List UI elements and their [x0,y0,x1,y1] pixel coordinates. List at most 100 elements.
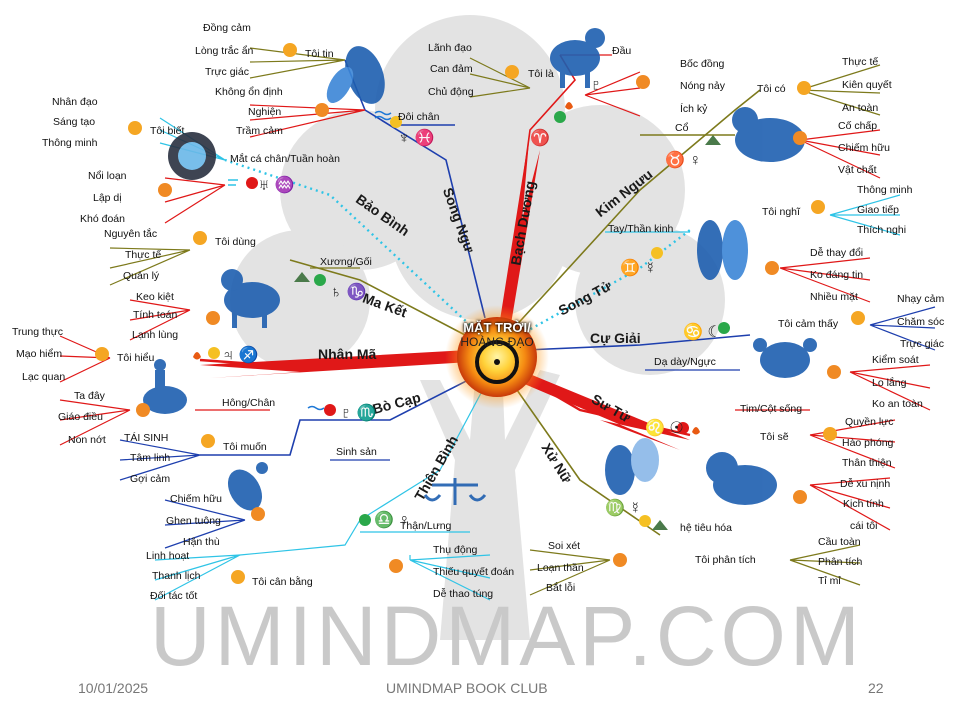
virgo-body: hệ tiêu hóa [680,522,732,534]
virgo-neg-1: Soi xét [548,540,581,552]
water-icon [307,405,325,411]
taurus-trait-1: Thực tế [842,56,879,68]
cancer-body: Dạ dày/Ngực [654,356,716,368]
cancer-i-feel: Tôi cảm thấy [778,318,839,330]
frown-icon [793,131,807,145]
pisces-body: Đôi chân [398,111,440,123]
aries-trait-2: Can đảm [430,63,473,75]
smiley-icon [505,65,519,79]
footer-club: UMINDMAP BOOK CLUB [386,680,548,696]
sign-sagittarius: Nhân Mã [318,346,377,362]
stop-icon [246,177,258,189]
capricorn-trait-2: Thực tế [125,249,162,261]
virgo-trait-1: Cầu toàn [818,536,861,548]
aquarius-trait-1: Nhân đạo [52,96,98,108]
sign-cancer: Cự Giải [590,330,641,346]
pisces-trait-3: Trực giác [205,66,249,78]
leo-trait-3: Thân thiện [842,457,892,469]
scorpio-neg-3: Hận thù [183,536,220,548]
taurus-neg-3: Vật chất [838,164,877,176]
capricorn-i-use: Tôi dùng [215,236,256,248]
taurus-i-have: Tôi có [757,83,786,95]
gemini-neg-3: Nhiều mặt [810,291,858,303]
libra-neg-2: Thiếu quyết đoán [433,566,515,578]
virgo-glyphs: ♍ ☿ [605,500,642,517]
aries-trait-3: Chủ động [428,86,474,98]
virgo-angel-icon [605,438,659,495]
smiley-icon [851,311,865,325]
pisces-glyphs: ♆ ♓ [398,130,435,147]
taurus-neg-1: Cố chấp [838,120,878,132]
leo-body: Tim/Cột sống [740,403,803,415]
pisces-weak-3: Trầm cảm [236,125,283,137]
gemini-trait-1: Thông minh [857,184,913,196]
aquarius-neg-2: Lập dị [93,192,122,204]
sagittarius-centaur-icon [143,359,187,414]
smiley-icon [811,200,825,214]
libra-neg-1: Thụ động [433,544,478,556]
taurus-body: Cổ [675,122,689,134]
aquarius-neg-1: Nổi loạn [88,170,127,182]
frown-icon [793,490,807,504]
water-icon [374,110,392,121]
smiley-icon [797,81,811,95]
pluto-glyph: ♇ [590,77,602,94]
footer-date: 10/01/2025 [78,680,149,696]
gemini-body: Tay/Thần kinh [608,223,674,235]
scorpio-trait-3: Gợi cảm [130,473,171,485]
capricorn-glyphs: ♄ ♑ [330,284,367,301]
scorpio-i-want: Tôi muốn [223,441,267,453]
footer-page-number: 22 [868,680,884,696]
aquarius-i-know: Tôi biết [150,125,185,137]
cancer-trait-2: Chăm sóc [897,316,945,328]
aquarius-trait-3: Thông minh [42,137,98,149]
pisces-fish-icon [326,46,385,104]
smiley-icon [201,434,215,448]
aries-body: Đầu [612,45,632,57]
gemini-i-think: Tôi nghĩ [762,206,800,218]
pisces-trait-1: Đồng cảm [203,22,251,34]
taurus-trait-3: An toàn [842,102,879,114]
sun-icon [445,305,549,409]
capricorn-body: Xương/Gối [320,256,372,268]
mountain-icon [294,272,310,282]
pause-icon [208,347,220,359]
pisces-i-trust: Tôi tin [305,48,334,60]
virgo-neg-2: Loạn thần [537,562,584,574]
taurus-trait-2: Kiên quyết [842,79,892,91]
libra-trait-2: Thanh lịch [152,570,201,582]
cancer-neg-1: Kiểm soát [872,354,919,366]
stop-icon [324,404,336,416]
smiley-icon [193,231,207,245]
gemini-trait-3: Thích nghi [857,224,907,236]
leo-neg-1: Dễ xu nịnh [840,478,891,490]
fire-icon [193,352,201,360]
wind-icon [228,179,238,186]
leo-trait-2: Hào phóng [842,437,894,449]
aquarius-neg-3: Khó đoán [80,213,125,225]
fire-icon [565,102,573,110]
play-icon [718,322,730,334]
gemini-glyphs: ♊ ☿ [620,260,657,277]
frown-icon [827,365,841,379]
smiley-icon [128,121,142,135]
center-title: MẶT TRỜI/ [463,320,531,335]
sagittarius-trait-3: Lạc quan [22,371,66,383]
sagittarius-neg-1: Ta đây [74,390,105,402]
scorpio-glyphs: ♇ ♏ [340,405,377,422]
frown-icon [389,559,403,573]
aries-i-am: Tôi là [528,68,554,80]
virgo-i-analyze: Tôi phân tích [695,554,756,566]
capricorn-trait-1: Nguyên tắc [104,228,158,240]
aries-neg-3: Ích kỷ [680,103,708,115]
pause-icon [651,247,663,259]
virgo-trait-3: Tỉ mỉ [818,575,841,587]
sagittarius-neg-2: Giáo điều [58,411,103,423]
libra-trait-1: Linh hoạt [146,550,190,562]
leo-neg-3: cái tôi [850,520,878,532]
aries-neg-1: Bốc đồng [680,58,725,70]
frown-icon [158,183,172,197]
libra-scales-icon [423,478,487,505]
aquarius-body: Mắt cá chân/Tuần hoàn [230,153,340,165]
capricorn-neg-2: Tính toán [133,309,178,321]
